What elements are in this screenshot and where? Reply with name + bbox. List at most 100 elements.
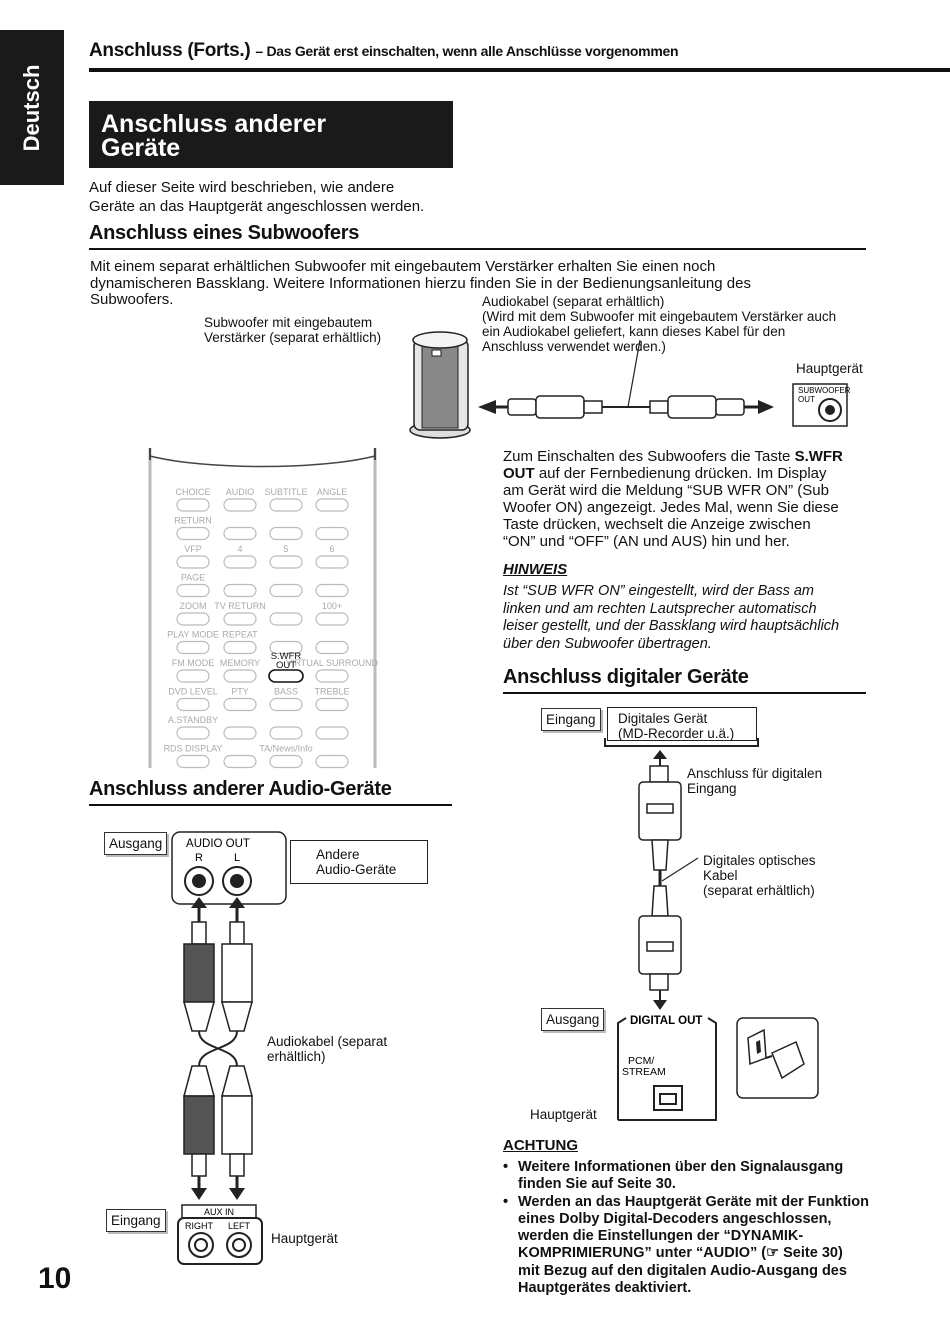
remote-key-label: TA/News/Info (259, 744, 312, 754)
remote-key-label: BASS (274, 687, 298, 697)
remote-key (269, 526, 303, 541)
achtung-b2-line3: werden die Einstellungen der “DYNAMIK- (518, 1228, 804, 1245)
remote-key (176, 640, 210, 655)
remote-key (315, 612, 349, 626)
remote-key (223, 754, 257, 769)
swfr-desc-line4: Woofer ON) angezeigt. Jedes Mal, wenn Si… (503, 499, 839, 516)
language-tab-label: Deutsch (19, 64, 44, 151)
remote-key (223, 612, 257, 626)
remote-key (176, 612, 210, 626)
aux-in-jacks-icon: AUX IN RIGHT LEFT (177, 1204, 263, 1265)
pcm-line2: STREAM (622, 1066, 666, 1078)
intro-line2: Geräte an das Hauptgerät angeschlossen w… (89, 198, 425, 215)
remote-key (269, 555, 303, 569)
remote-key (315, 697, 349, 712)
audio-out-jacks-icon: AUDIO OUT R L (171, 831, 287, 905)
subwoofer-para-line1: Mit einem separat erhältlichen Subwoofer… (90, 258, 716, 275)
digital-cable-line1: Digitales optisches (703, 853, 816, 868)
remote-key (223, 526, 257, 541)
section-title-line1: Anschluss anderer (101, 110, 327, 138)
swfr-desc-text3: auf der Fernbedienung drücken. Im Displa… (534, 465, 827, 482)
remote-key (176, 669, 210, 683)
optical-cable-icon (638, 750, 699, 1010)
audio-connection-diagram: AUDIO OUT R L AUX IN RIGHT LEFT (171, 831, 287, 1265)
remote-key (176, 498, 210, 512)
jack-label-subwoofer: SUBWOOFER (798, 386, 851, 395)
remote-key-label: RDS DISPLAY (164, 744, 223, 754)
remote-key (176, 726, 210, 740)
remote-key (269, 498, 303, 512)
remote-key (315, 555, 349, 569)
remote-key (315, 526, 349, 541)
subwoofer-paragraph: Mit einem separat erhältlichen Subwoofer… (90, 258, 870, 309)
section-title: Anschluss anderer Geräte (89, 101, 453, 168)
audio-ausgang-label: Ausgang (104, 832, 168, 855)
achtung-bullet-1: Weitere Informationen über den Signalaus… (503, 1159, 873, 1194)
subwoofer-cable-label: Audiokabel (separat erhältlich) (Wird mi… (482, 294, 836, 354)
remote-key (269, 612, 303, 626)
digital-main-unit-label: Hauptgerät (530, 1107, 597, 1122)
achtung-b2-line1: Werden an das Hauptgerät Geräte mit der … (518, 1193, 870, 1210)
remote-key-label: REPEAT (222, 630, 258, 640)
digital-cable-line3: (separat erhältlich) (703, 883, 815, 898)
subwoofer-heading-rule (89, 248, 866, 250)
sub-cable-line3: ein Audiokabel geliefert, kann dieses Ka… (482, 324, 786, 339)
remote-key-label: FM MODE (172, 658, 215, 668)
audio-device-line2: Audio-Geräte (316, 862, 397, 877)
digital-input-line2: Eingang (687, 781, 737, 796)
achtung-bullet-2: Werden an das Hauptgerät Geräte mit der … (503, 1194, 873, 1298)
swfr-desc-line3: am Gerät wird die Meldung “SUB WFR ON” (… (503, 482, 829, 499)
hinweis-title: HINWEIS (503, 561, 568, 578)
swfr-label-line2: OUT (276, 660, 296, 671)
page-number: 10 (38, 1262, 72, 1295)
remote-key (269, 726, 303, 740)
remote-key-label: 6 (329, 544, 334, 554)
remote-key (269, 697, 303, 712)
remote-key-label: 100+ (322, 601, 342, 611)
digital-out-text: DIGITAL OUT (630, 1015, 702, 1027)
audio-eingang-label: Eingang (106, 1209, 166, 1232)
audio-out-text: AUDIO OUT (186, 838, 250, 850)
hinweis-line4: über den Subwoofer übertragen. (503, 635, 712, 652)
digital-ausgang-label: Ausgang (541, 1008, 605, 1031)
audio-main-unit-label: Hauptgerät (271, 1231, 338, 1246)
language-tab: Deutsch (0, 30, 64, 185)
audio-cable-line2: erhältlich) (267, 1049, 326, 1064)
remote-key-label: VIRTUAL SURROUND (286, 658, 379, 668)
digital-heading: Anschluss digitaler Geräte (503, 666, 749, 688)
remote-key (176, 526, 210, 541)
remote-key (315, 640, 349, 655)
swfr-desc-line6: “ON” und “OFF” (AN und AUS) hin und her. (503, 533, 790, 550)
remote-key (176, 583, 210, 598)
pcm-line1: PCM/ (628, 1055, 654, 1067)
audio-out-l: L (234, 852, 240, 864)
remote-key (176, 555, 210, 569)
subwoofer-label-line2: Verstärker (separat erhältlich) (204, 330, 382, 345)
digital-device-line1: Digitales Gerät (618, 711, 708, 726)
audio-heading: Anschluss anderer Audio-Geräte (89, 778, 392, 800)
remote-key (315, 669, 349, 683)
subwoofer-para-line2: dynamischeren Bassklang. Weitere Informa… (90, 274, 751, 292)
remote-key (223, 726, 257, 740)
subwoofer-main-unit-label: Hauptgerät (796, 361, 863, 376)
digital-device-box: Digitales Gerät (MD-Recorder u.ä.) (607, 707, 757, 741)
aux-left-text: LEFT (228, 1221, 251, 1231)
rca-cable-icon (183, 897, 253, 1200)
achtung-b1-line1: Weitere Informationen über den Signalaus… (518, 1159, 844, 1175)
audio-cable-line1: Audiokabel (separat (267, 1034, 388, 1049)
remote-key (223, 583, 257, 598)
digital-eingang-label: Eingang (541, 708, 601, 731)
subwoofer-para-line3: Subwoofers. (90, 291, 174, 308)
subwoofer-label: Subwoofer mit eingebautem Verstärker (se… (204, 315, 381, 345)
subwoofer-speaker-icon (409, 331, 471, 439)
sub-cable-line2: (Wird mit dem Subwoofer mit eingebautem … (482, 309, 837, 324)
hinweis-text: Ist “SUB WFR ON” eingestellt, wird der B… (503, 583, 839, 653)
remote-key-label: TREBLE (314, 687, 349, 697)
remote-key-label: TV RETURN (214, 601, 266, 611)
swfr-out-button[interactable]: S.WFR OUT (268, 651, 304, 683)
remote-key-label: A.STANDBY (168, 715, 218, 725)
header-title: Anschluss (Forts.) (89, 40, 251, 61)
remote-key (315, 498, 349, 512)
